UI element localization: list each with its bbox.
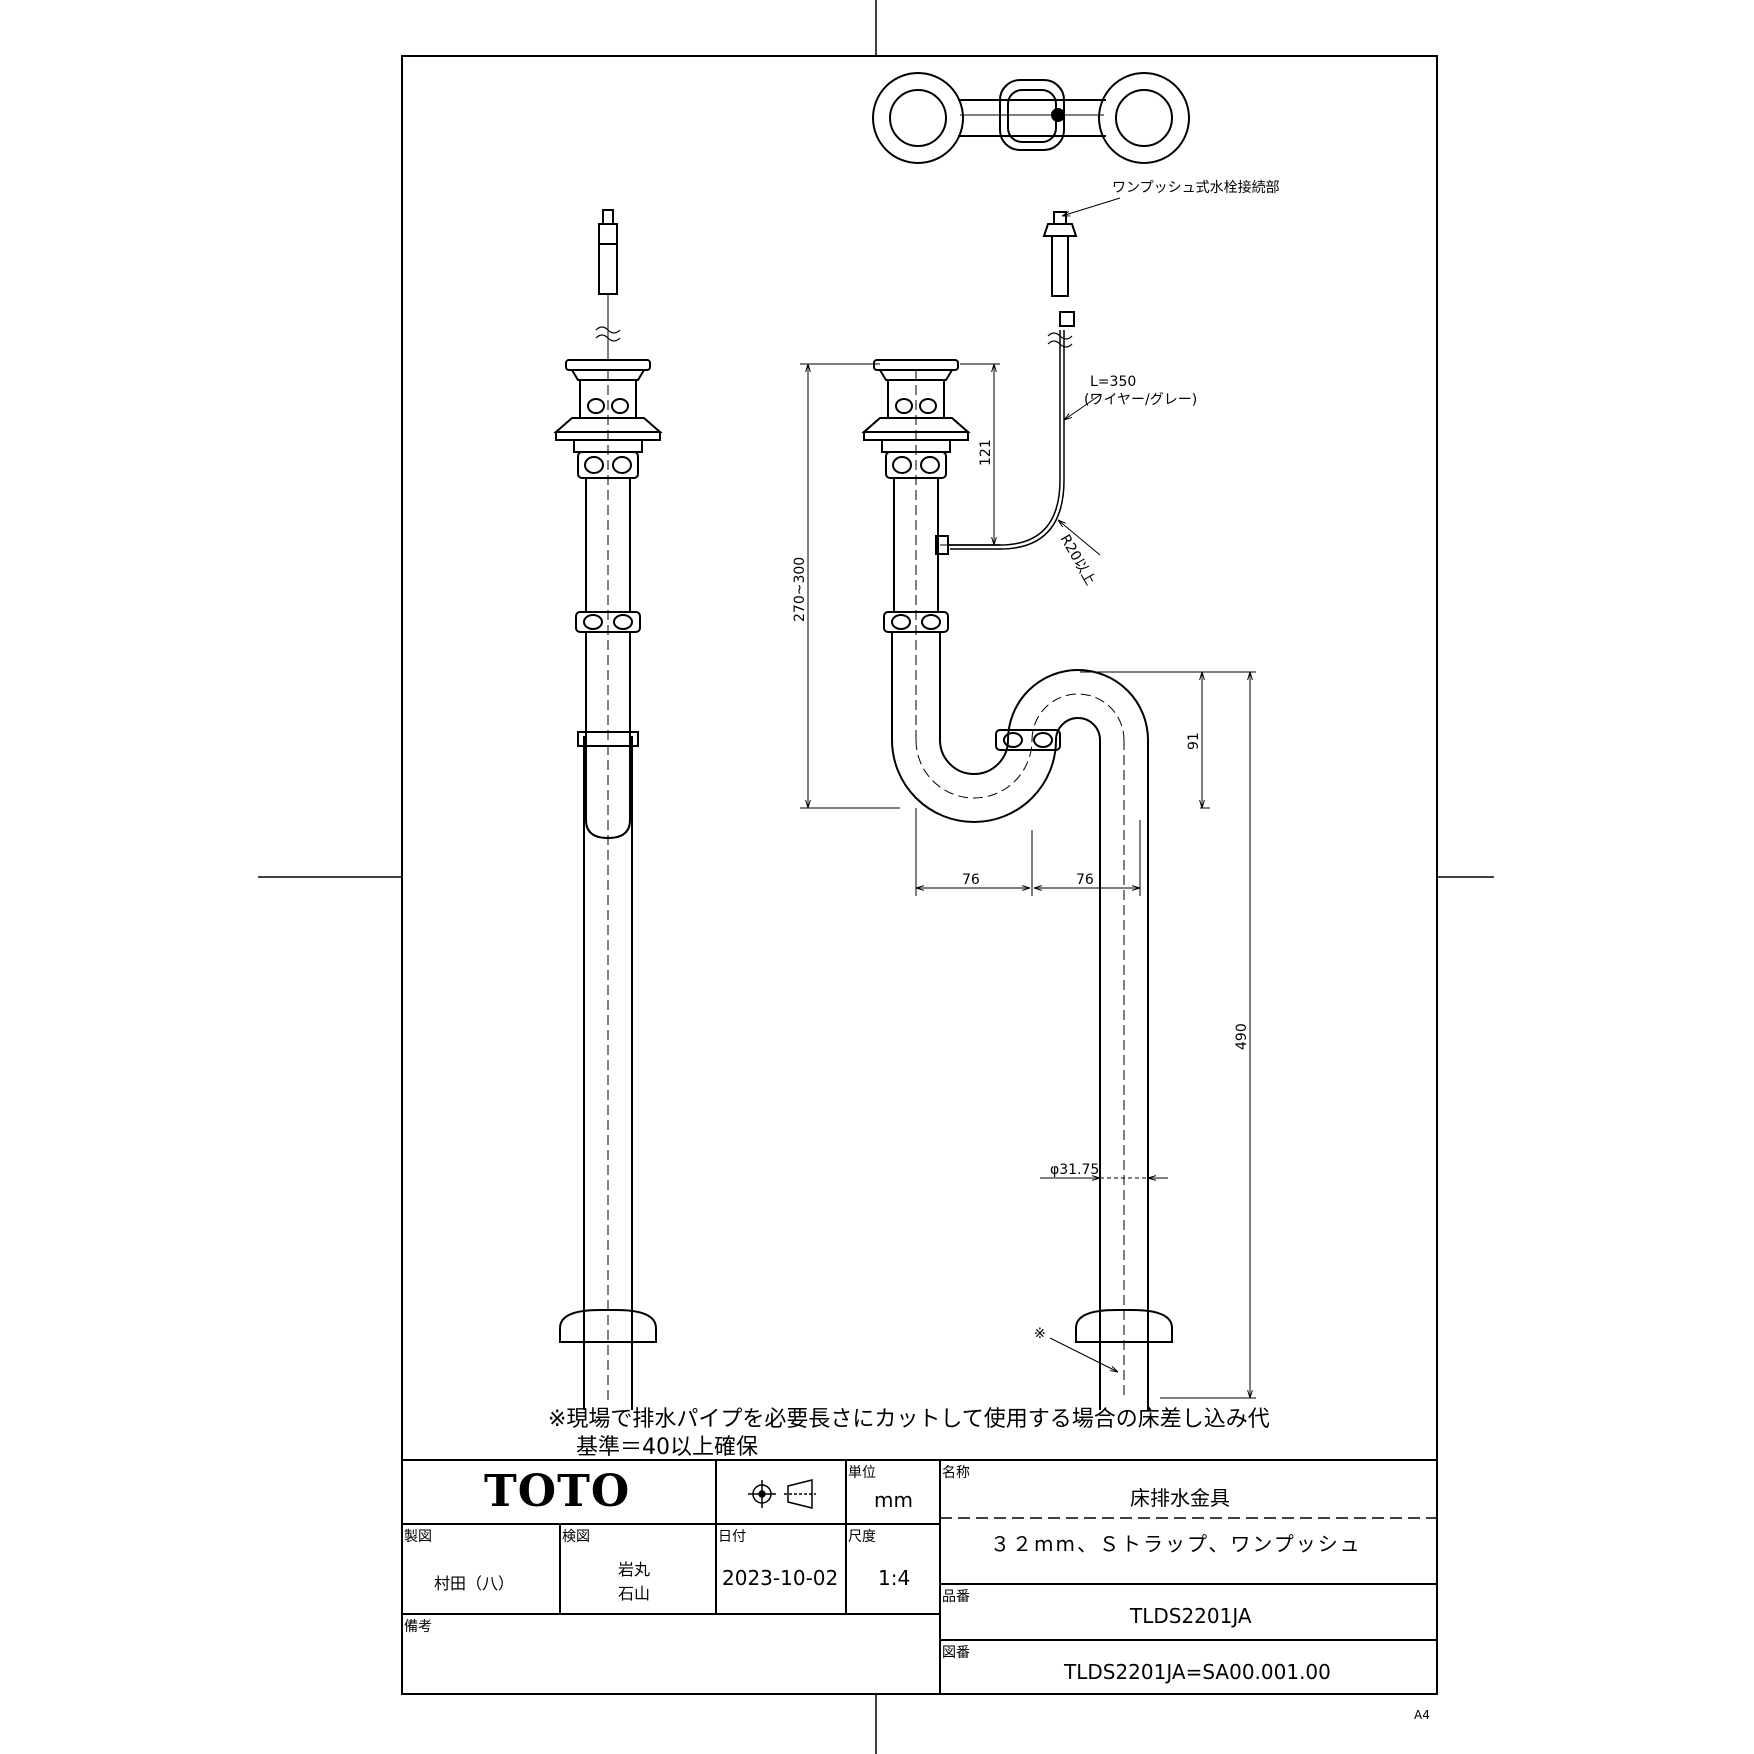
connector-label: ワンプッシュ式水栓接続部	[1112, 179, 1280, 196]
scale-value: 1:4	[878, 1566, 911, 1590]
dim-91: 91	[1186, 732, 1202, 750]
dim-270-300: 270~300	[792, 557, 808, 622]
part-label: 品番	[942, 1589, 970, 1605]
sheet-frame	[401, 55, 1438, 1695]
checked-label: 検図	[562, 1529, 590, 1545]
date-value: 2023-10-02	[722, 1566, 839, 1590]
side-view-right	[861, 211, 1173, 1410]
dim-490: 490	[1234, 1023, 1250, 1050]
dim-76-left: 76	[962, 872, 980, 888]
date-label: 日付	[718, 1529, 746, 1545]
drawing-label: 図番	[942, 1645, 970, 1661]
side-view-left	[553, 209, 663, 1410]
subtitle-value: ３２mm、Ｓトラップ、ワンプッシュ	[990, 1532, 1362, 1556]
checked-value-1: 岩丸	[618, 1560, 651, 1579]
pipe-diameter-label: φ31.75	[1050, 1162, 1099, 1178]
unit-value: mm	[874, 1488, 913, 1512]
bend-radius-label: R20以上	[1057, 532, 1099, 588]
dim-121: 121	[978, 439, 994, 466]
note-line-2: 基準＝40以上確保	[576, 1435, 758, 1460]
centering-marks	[258, 0, 1494, 1754]
wire-note-label: (ワイヤー/グレー)	[1084, 392, 1197, 408]
remarks-label: 備考	[404, 1619, 432, 1635]
third-angle-projection-icon	[748, 1479, 816, 1509]
title-block-grid	[402, 1459, 1437, 1694]
drawn-value: 村田（八）	[434, 1574, 515, 1593]
centerlines-right	[915, 370, 1125, 1400]
scale-label: 尺度	[848, 1529, 876, 1545]
dim-76-right: 76	[1076, 872, 1094, 888]
drawing-value: TLDS2201JA=SA00.001.00	[1064, 1660, 1331, 1684]
toto-logo: TOTO	[484, 1466, 631, 1517]
asterisk-mark: ※	[1034, 1326, 1046, 1342]
top-view	[872, 72, 1190, 164]
sheet-size-label: A4	[1414, 1708, 1430, 1722]
drawn-label: 製図	[404, 1529, 432, 1545]
wire-length-label: L=350	[1090, 374, 1136, 390]
name-label: 名称	[942, 1465, 970, 1481]
dimension-lines	[800, 197, 1256, 1399]
name-value: 床排水金具	[1130, 1486, 1230, 1510]
unit-label: 単位	[848, 1465, 876, 1481]
part-value: TLDS2201JA	[1130, 1604, 1252, 1628]
checked-value-2: 石山	[618, 1584, 651, 1603]
note-line-1: ※現場で排水パイプを必要長さにカットして使用する場合の床差し込み代	[548, 1407, 1270, 1432]
